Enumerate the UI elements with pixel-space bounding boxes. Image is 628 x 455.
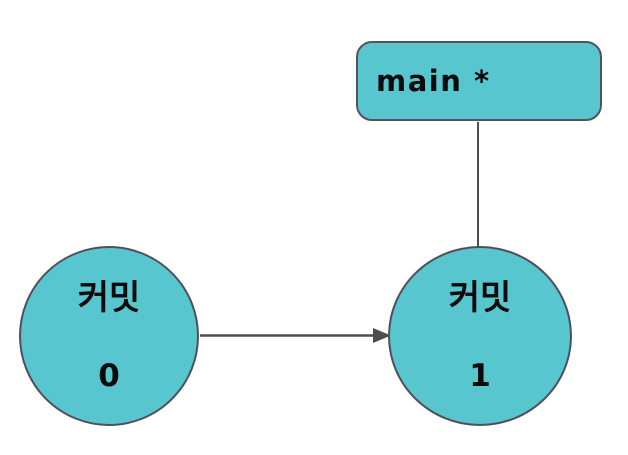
- commit-node-1: 커밋 1: [388, 246, 572, 426]
- commit-node-0: 커밋 0: [19, 246, 199, 426]
- commit-arrow-head-icon: [373, 328, 391, 343]
- branch-label-text: main *: [376, 64, 491, 98]
- commit-number: 1: [469, 357, 491, 394]
- commit-word: 커밋: [448, 277, 512, 318]
- commit-number: 0: [98, 357, 120, 394]
- branch-label-main: main *: [356, 41, 602, 121]
- commit-word: 커밋: [77, 277, 141, 318]
